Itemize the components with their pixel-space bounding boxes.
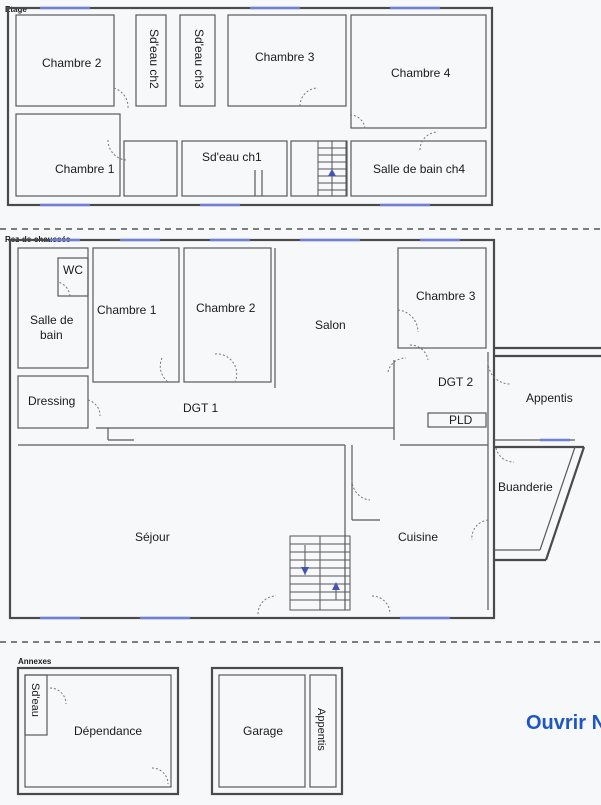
rdc-outline [8, 238, 496, 620]
rdc-chambre3-room [397, 247, 487, 349]
rdc-chambre1-room [92, 247, 180, 383]
door-arc [57, 281, 71, 297]
rdc-appentis-buanderie [494, 346, 601, 562]
etage-chambre2-room [15, 14, 115, 107]
rdc-section: Rez-de-chaussée [5, 235, 601, 620]
section-label-etage: Etage [5, 5, 27, 14]
room-label-annexe-sdeau: Sd'eau [29, 683, 41, 717]
section-label-annexes: Annexes [18, 657, 52, 666]
annexe-appentis-room [309, 674, 337, 788]
room-label-sdeau-ch1: Sd'eau ch1 [202, 150, 262, 164]
door-arc [419, 131, 439, 151]
room-label-chambre1: Chambre 1 [97, 303, 157, 317]
stair-arrow-down-icon [301, 567, 309, 575]
etage-sdeau-ch1-room [181, 140, 288, 197]
room-label-chambre2: Chambre 2 [42, 56, 102, 70]
door-arc [371, 595, 391, 615]
room-label-garage: Garage [243, 724, 283, 738]
etage-section: Etage [5, 5, 494, 207]
door-arc [257, 595, 277, 615]
garage-room [218, 674, 306, 788]
etage-staircase [317, 140, 347, 197]
pld-box [427, 412, 487, 428]
etage-chambre3-room [227, 14, 347, 107]
door-arc [409, 344, 429, 361]
stair-arrow-up-icon [332, 582, 340, 590]
etage-sdb-ch4-room [350, 140, 487, 197]
room-label-dressing: Dressing [28, 394, 75, 408]
room-label-pld: PLD [449, 413, 473, 427]
room-label-cuisine: Cuisine [398, 530, 438, 544]
room-label-sdb-line2: bain [40, 328, 63, 342]
garage-outline [210, 666, 344, 796]
room-label-buanderie: Buanderie [498, 480, 553, 494]
door-arc [487, 361, 511, 385]
door-arc [214, 353, 238, 385]
door-arc [87, 399, 101, 417]
room-label-chambre3: Chambre 3 [255, 50, 315, 64]
door-arc [387, 357, 407, 373]
rdc-dressing-room [17, 375, 89, 429]
annexes-section: Annexes Sd'eau Dépendance Garage Appenti… [16, 657, 344, 796]
room-label-chambre2: Chambre 2 [196, 301, 256, 315]
etage-chambre1-right [123, 140, 178, 197]
room-label-sdeau-ch3: Sd'eau ch3 [192, 29, 206, 89]
room-label-sdb-line1: Salle de [30, 313, 74, 327]
room-label-dgt1: DGT 1 [183, 401, 218, 415]
door-arc [49, 687, 67, 705]
door-arc [349, 114, 366, 131]
stair-arrow-up-icon [328, 169, 336, 176]
room-label-sdb-ch4: Salle de bain ch4 [373, 162, 465, 176]
room-label-chambre3: Chambre 3 [416, 289, 476, 303]
door-arc [471, 519, 489, 541]
door-arc [151, 767, 169, 785]
room-label-dependance: Dépendance [74, 724, 142, 738]
room-label-chambre4: Chambre 4 [391, 66, 451, 80]
door-arc [299, 87, 319, 107]
room-label-salon: Salon [315, 318, 346, 332]
etage-sdeau-ch3-room [179, 14, 216, 107]
room-label-chambre1: Chambre 1 [55, 162, 115, 176]
room-label-wc: WC [63, 263, 83, 277]
room-label-annexe-appentis: Appentis [315, 708, 327, 751]
door-arc [397, 309, 419, 333]
rdc-chambre2-room [183, 247, 272, 383]
rdc-staircase [289, 535, 351, 611]
etage-chambre4-room [350, 14, 487, 129]
door-arc [113, 87, 129, 109]
door-arc [159, 357, 169, 383]
door-arc [351, 479, 371, 501]
dependance-outline [16, 666, 180, 796]
door-arc [107, 139, 127, 161]
room-label-sejour: Séjour [135, 530, 170, 544]
room-label-dgt2: DGT 2 [438, 375, 473, 389]
annexe-sdeau-room [24, 674, 48, 736]
etage-sdeau-ch2-room [135, 14, 167, 107]
door-arc [495, 447, 515, 463]
open-button[interactable]: Ouvrir N [526, 712, 601, 734]
room-label-appentis: Appentis [526, 391, 573, 405]
etage-chambre1-left [15, 113, 121, 197]
room-label-sdeau-ch2: Sd'eau ch2 [147, 29, 161, 89]
rdc-sdb-room [17, 247, 89, 369]
rdc-wc-room [57, 257, 89, 297]
